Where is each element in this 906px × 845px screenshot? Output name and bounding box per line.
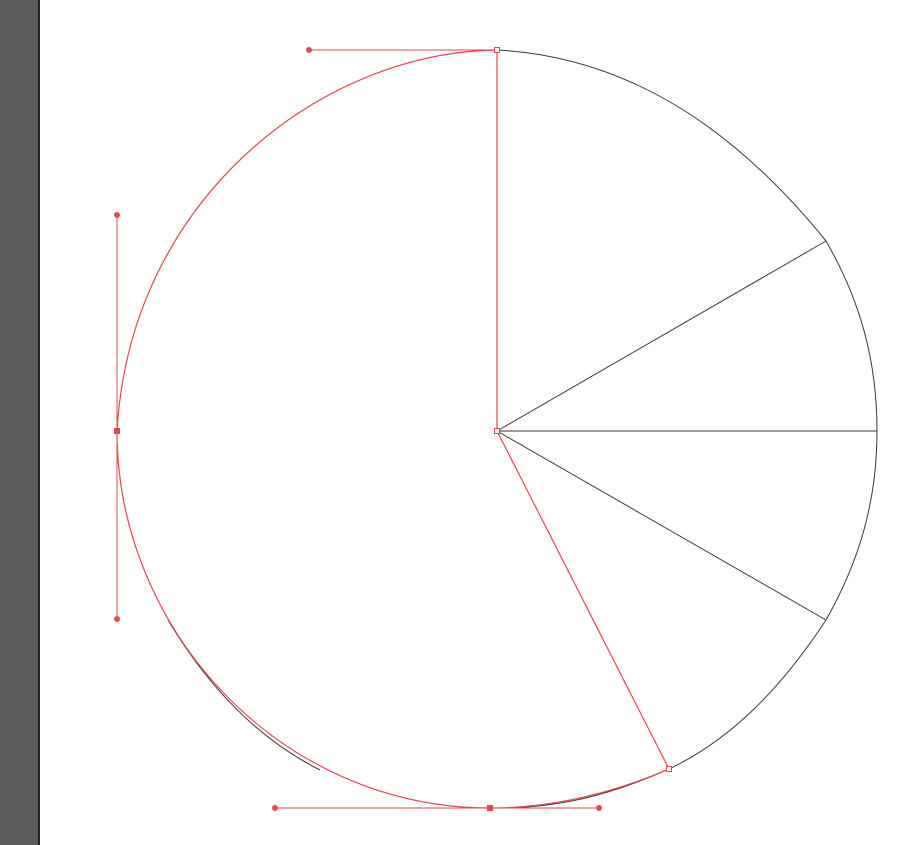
bezier-handles[interactable] bbox=[114, 47, 602, 811]
left-tool-panel[interactable] bbox=[0, 0, 40, 845]
anchor-point-center[interactable] bbox=[494, 428, 500, 434]
anchor-point-left[interactable] bbox=[114, 428, 120, 434]
anchor-point-bottom[interactable] bbox=[487, 805, 493, 811]
handle-point-top[interactable] bbox=[306, 47, 312, 53]
anchor-point-top[interactable] bbox=[494, 47, 500, 53]
selected-slice-outline[interactable] bbox=[116, 49, 670, 809]
selected-slice[interactable] bbox=[116, 49, 670, 809]
handle-point-left-lower[interactable] bbox=[114, 616, 120, 622]
handle-point-bottom-right[interactable] bbox=[596, 805, 602, 811]
handle-point-left-upper[interactable] bbox=[114, 212, 120, 218]
slice-divider-lower[interactable] bbox=[496, 430, 827, 621]
artboard-svg[interactable] bbox=[42, 0, 906, 845]
pie-arc-right[interactable] bbox=[496, 49, 878, 809]
pie-shape[interactable] bbox=[167, 49, 878, 809]
anchor-point-slice-end[interactable] bbox=[666, 766, 672, 772]
anchor-points[interactable] bbox=[114, 47, 672, 811]
handle-point-bottom-left[interactable] bbox=[272, 805, 278, 811]
artboard-canvas[interactable] bbox=[42, 0, 906, 845]
pie-arc-lower-left[interactable] bbox=[167, 619, 321, 771]
slice-divider-upper[interactable] bbox=[496, 240, 827, 432]
